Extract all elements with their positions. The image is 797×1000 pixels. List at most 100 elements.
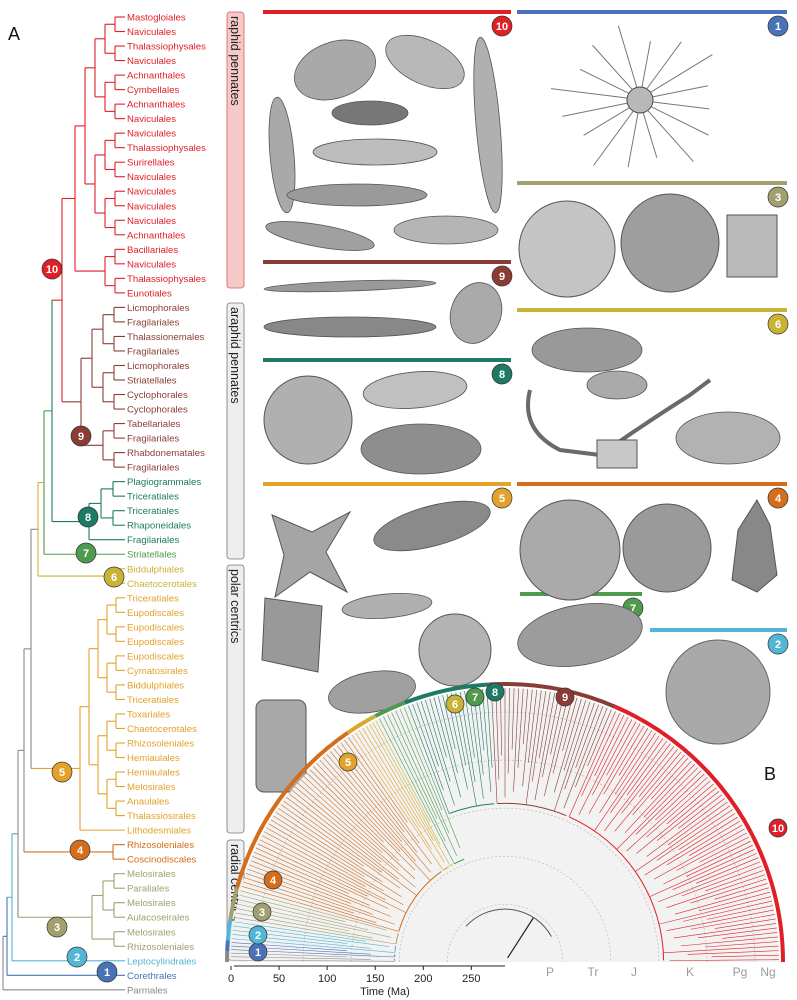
taxon-label: Eupodiscales (127, 608, 184, 619)
chronogram-branch (403, 707, 461, 849)
chronogram-branch (408, 705, 450, 814)
taxon-label: Triceratiales (127, 506, 179, 517)
chronogram-branch (632, 754, 685, 816)
chronogram-clade-6-badge-number: 6 (452, 699, 458, 711)
clade-5-badge-circle (51, 761, 73, 783)
panel-bar-10 (263, 10, 511, 14)
taxon-label: Tabellariales (127, 419, 181, 430)
clade-8-badge-circle (77, 506, 99, 528)
chronogram-branch (248, 864, 352, 904)
diatom-image (263, 375, 353, 465)
time-axis-tick-label: 200 (414, 973, 432, 985)
taxon-label: Biddulphiales (127, 564, 184, 575)
chronogram-branch (273, 815, 402, 897)
panel-2-badge-number: 2 (775, 639, 781, 651)
chronogram-branch (636, 787, 717, 854)
diatom-image (360, 423, 482, 475)
chronogram-branch (383, 716, 446, 842)
taxon-label: Hemiaulales (127, 768, 180, 779)
chronogram-branch (695, 857, 759, 884)
chronogram-branch (288, 793, 400, 880)
chronogram-branch (294, 786, 416, 888)
clade-3-badge-number: 3 (54, 922, 60, 934)
diatom-image (263, 316, 437, 338)
chronogram-branch (618, 728, 649, 776)
chronogram-branch (656, 809, 733, 861)
chronogram-branch (635, 805, 731, 872)
diatom-image (726, 214, 778, 278)
chronogram-branch (674, 887, 769, 915)
chronogram-branch (429, 698, 447, 758)
chronogram-branch (261, 835, 386, 901)
chronogram-branch (522, 689, 533, 787)
chronogram-branch (672, 853, 757, 890)
time-axis-tick-label: 50 (273, 973, 285, 985)
chronogram-branch (425, 699, 451, 782)
chronogram-arc (394, 945, 397, 953)
chronogram-branch (464, 690, 475, 758)
diatom-image (596, 439, 638, 469)
panel-bar-9 (263, 260, 511, 264)
chronogram-branch (646, 798, 725, 857)
chronogram-branch (399, 708, 443, 811)
group-bracket-3 (226, 564, 245, 834)
taxon-label: Triceratiales (127, 492, 179, 503)
panel-bar-8 (263, 358, 511, 362)
chronogram-branch (650, 757, 689, 800)
chronogram-branch (707, 905, 774, 920)
taxon-label: Fragilariales (127, 317, 179, 328)
taxon-label: Eunotiales (127, 288, 172, 299)
diatom-seta (647, 110, 694, 162)
chronogram-arc (228, 886, 240, 920)
chronogram-branch (552, 696, 573, 774)
diatom-seta (562, 102, 628, 117)
taxon-label: Mastogloiales (127, 13, 186, 24)
taxon-label: Rhizosoleniales (127, 739, 194, 750)
chronogram-branch (594, 735, 660, 832)
taxon-label: Naviculales (127, 172, 176, 183)
clade-10-badge-circle (41, 258, 63, 280)
panel-5-badge-number: 5 (499, 493, 505, 505)
chronogram-branch (680, 936, 778, 947)
chronogram-arc (614, 704, 785, 963)
chronogram-branch (517, 688, 524, 768)
chronogram-branch (391, 712, 458, 857)
chronogram-branch (705, 870, 764, 892)
panel-10-badge-number: 10 (496, 21, 508, 33)
taxon-label: Fragilariales (127, 463, 179, 474)
chronogram-clade-9-badge-number: 9 (562, 692, 568, 704)
geologic-period-label: P (546, 965, 554, 979)
chronogram-branch (699, 836, 749, 863)
clade-2-badge-number: 2 (74, 952, 80, 964)
chronogram-branch (553, 698, 582, 793)
chronogram-branch (511, 688, 515, 750)
panel-1-badge-number: 1 (775, 21, 781, 33)
chronogram-branch (588, 723, 641, 814)
diatom-image (261, 597, 323, 673)
clade-4-badge-number: 4 (77, 845, 84, 857)
taxon-label: Triceratiales (127, 593, 179, 604)
geologic-period-label: Ng (760, 965, 775, 979)
diatom-image (586, 370, 648, 400)
clade-2-badge-circle (66, 946, 88, 968)
chronogram-branch (306, 772, 400, 862)
diatom-image (385, 34, 465, 90)
chronogram-branch (666, 874, 765, 908)
taxon-label: Licmophorales (127, 303, 190, 314)
chronogram-arc (443, 866, 450, 871)
panel-10-badge-circle (491, 15, 513, 37)
panel-1-badge-circle (767, 15, 789, 37)
chronogram-branch (649, 849, 755, 898)
taxon-label: Melosirales (127, 927, 176, 938)
chronogram-branch (553, 701, 591, 812)
taxon-label: Achnanthales (127, 71, 185, 82)
taxon-label: Anaulales (127, 797, 169, 808)
panel-9-badge-circle (491, 265, 513, 287)
chronogram-branch (482, 688, 492, 792)
panel-8-badge-number: 8 (499, 369, 505, 381)
chronogram-branch (280, 804, 400, 889)
diatom-image (373, 500, 491, 552)
chronogram-branch (322, 756, 416, 862)
taxon-label: Fragilariales (127, 346, 179, 357)
